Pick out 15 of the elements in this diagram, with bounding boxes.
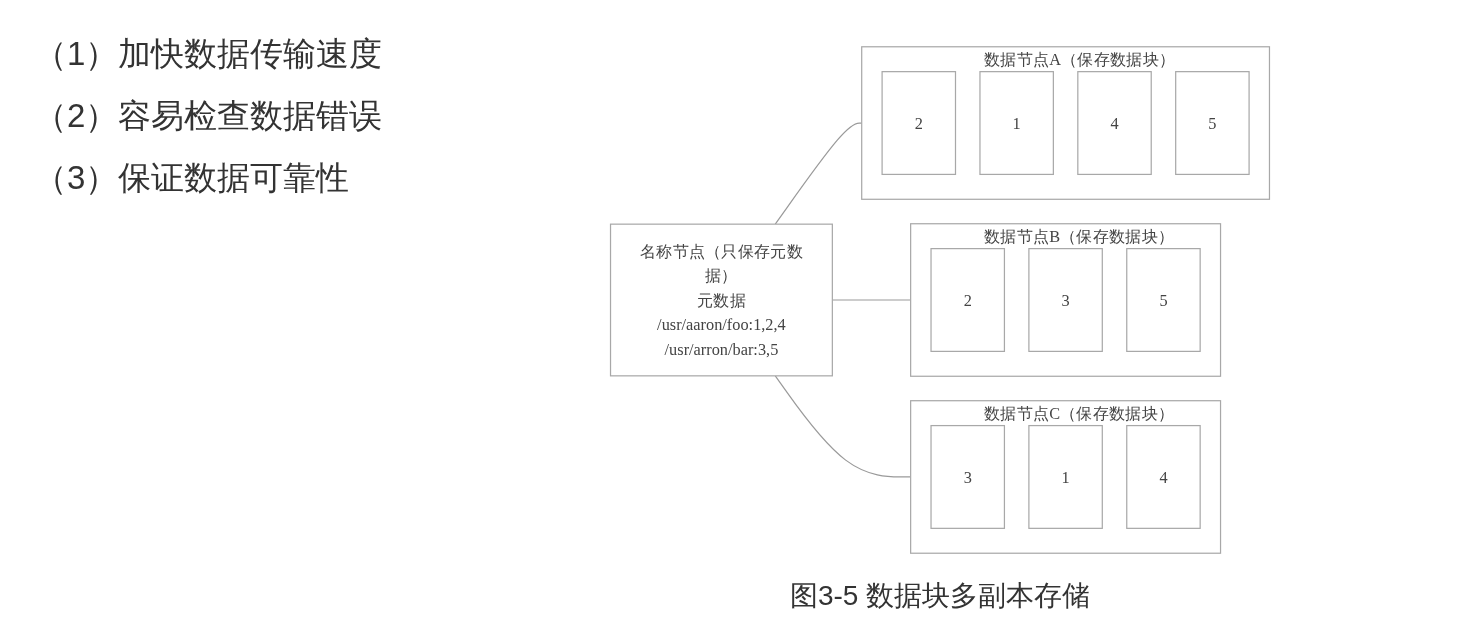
list-item-text: （3）保证数据可靠性 <box>34 158 350 198</box>
node-box: 2 <box>881 71 957 175</box>
node-box: 名称节点（只保存元数据） 元数据 /usr/aaron/foo:1,2,4 /usr/arron/bar:3,5 <box>609 223 833 377</box>
node-box: 4 <box>1126 424 1201 529</box>
node-box: 3 <box>1028 248 1103 352</box>
figure-caption: 图3-5 数据块多副本存储 <box>789 579 1091 613</box>
node-box: 5 <box>1175 71 1250 175</box>
list-item-text: （2）容易检查数据错误 <box>34 96 383 136</box>
list-item-text: （1）加快数据传输速度 <box>34 34 383 74</box>
node-box: 2 <box>930 248 1006 352</box>
node-box: 1 <box>1028 424 1103 529</box>
node-box: 4 <box>1077 71 1152 175</box>
node-box: 1 <box>979 71 1054 175</box>
node-box: 5 <box>1126 248 1201 352</box>
node-box: 3 <box>930 424 1006 529</box>
